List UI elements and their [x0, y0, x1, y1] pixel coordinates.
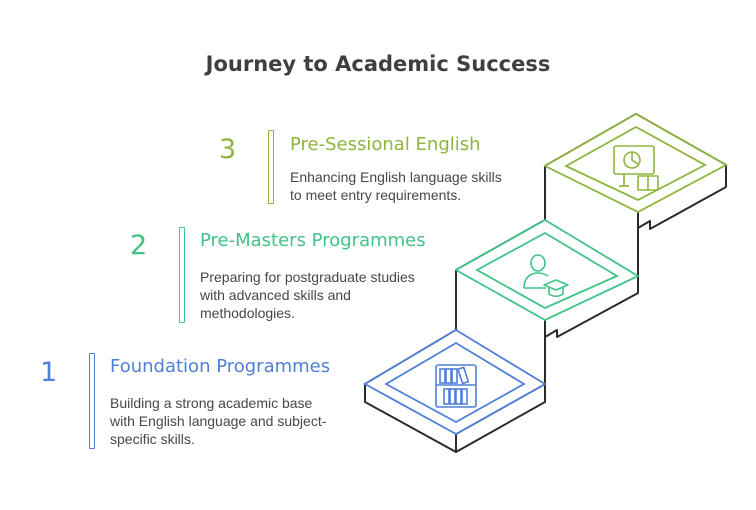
bookshelf-icon — [435, 364, 477, 408]
step-2-title: Pre-Masters Programmes — [200, 230, 426, 251]
step-2-platform — [454, 218, 640, 322]
step-3-bar — [268, 130, 274, 204]
graduate-cap-icon — [523, 254, 569, 298]
step-2-bar — [179, 227, 185, 323]
step-3-description: Enhancing English language skills to mee… — [290, 169, 502, 203]
step-3-title: Pre-Sessional English — [290, 134, 481, 155]
step-1-platform — [363, 328, 547, 436]
step-1-number: 1 — [40, 357, 58, 388]
step-2-description: Preparing for postgraduate studies with … — [200, 269, 415, 321]
step-1-bar — [89, 353, 95, 449]
diagram-title: Journey to Academic Success — [205, 52, 551, 76]
step-1-description: Building a strong academic base with Eng… — [110, 395, 327, 447]
step-1-title: Foundation Programmes — [110, 356, 331, 377]
step-2-number: 2 — [130, 230, 148, 261]
step-3-number: 3 — [219, 134, 237, 165]
step-3-platform — [543, 112, 728, 214]
presentation-book-icon — [613, 145, 659, 191]
